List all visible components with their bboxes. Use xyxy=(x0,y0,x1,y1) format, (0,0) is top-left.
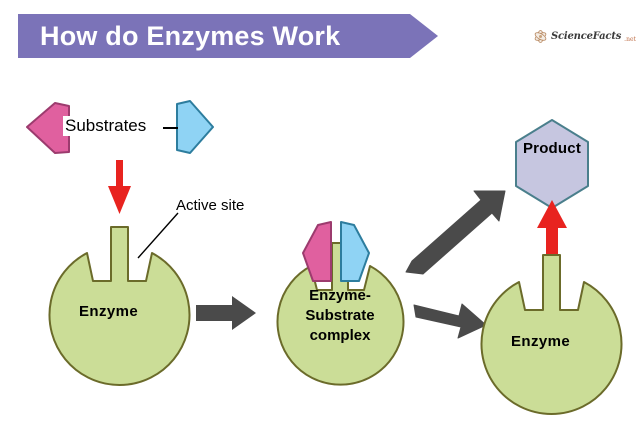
gray-diagonal-down-arrow xyxy=(413,303,487,339)
product-label: Product xyxy=(522,140,582,157)
enzyme-body-left xyxy=(48,226,191,386)
product-hexagon xyxy=(515,119,589,209)
title-banner: How do Enzymes Work xyxy=(18,14,438,58)
enzyme-substrate-complex-label: Enzyme- Substrate complex xyxy=(286,286,394,346)
active-site-label: Active site xyxy=(176,197,245,214)
substrate-blue-bound xyxy=(340,221,370,282)
complex-label-line3: complex xyxy=(309,327,371,344)
gray-diagonal-up-arrow xyxy=(405,190,506,275)
logo-wordmark: ScienceFacts xyxy=(551,31,622,42)
title-banner-shape xyxy=(18,14,438,58)
enzyme-label-right: Enzyme xyxy=(511,333,571,350)
page-title: How do Enzymes Work xyxy=(40,21,341,51)
enzyme-label-left: Enzyme xyxy=(79,303,139,320)
red-down-arrow xyxy=(108,160,131,214)
substrates-label: Substrates xyxy=(63,116,149,136)
complex-label-line1: Enzyme- xyxy=(309,287,371,304)
enzyme-body-right xyxy=(480,254,623,415)
red-up-arrow xyxy=(537,200,567,255)
site-logo[interactable]: ScienceFacts .net xyxy=(533,29,636,44)
substrate-blue-top xyxy=(176,100,214,154)
atom-icon xyxy=(534,30,547,43)
gray-right-arrow-1 xyxy=(196,296,256,330)
active-site-leader xyxy=(137,212,179,259)
logo-tld: .net xyxy=(624,36,636,43)
complex-label-line2: Substrate xyxy=(305,307,375,324)
substrate-pink-bound xyxy=(302,221,332,282)
enzyme-body-middle xyxy=(276,242,405,386)
